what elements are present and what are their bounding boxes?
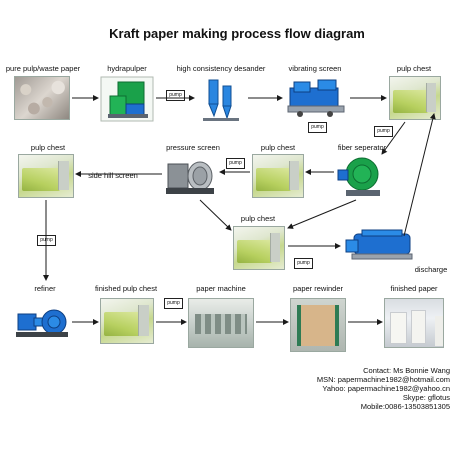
pump-icon: pump bbox=[294, 258, 313, 269]
hydrapulper-icon bbox=[100, 76, 154, 122]
arrow bbox=[381, 121, 406, 155]
label-hydrapulper: hydrapulper bbox=[107, 64, 147, 73]
paper-rewinder-image bbox=[290, 298, 346, 352]
pump-icon: pump bbox=[166, 90, 185, 101]
discharge-screen-icon bbox=[345, 229, 413, 260]
finished-paper-image bbox=[384, 298, 444, 348]
pulp-chest-3-image bbox=[252, 154, 304, 198]
label-pressure-screen: pressure screen bbox=[166, 143, 220, 152]
label-pulp-chest-4: pulp chest bbox=[240, 214, 276, 223]
label-vibrating-screen: vibrating screen bbox=[288, 64, 342, 73]
label-fiber-separator: fiber seperator bbox=[337, 143, 387, 152]
contact-msn: MSN: papermachine1982@hotmail.com bbox=[316, 375, 450, 384]
pulp-image bbox=[14, 76, 70, 120]
refiner-icon bbox=[16, 309, 68, 337]
contact-skype: Skype: gflotus bbox=[402, 393, 450, 402]
fiber-separator-icon bbox=[337, 157, 380, 196]
label-pulp-chest-3: pulp chest bbox=[260, 143, 296, 152]
label-pulp: pure pulp/waste paper bbox=[5, 64, 81, 73]
pump-icon: pump bbox=[164, 298, 183, 309]
finished-pulp-chest-image bbox=[100, 298, 154, 344]
contact-yahoo: Yahoo: papermachine1982@yahoo.cn bbox=[322, 384, 450, 393]
label-hc-desander: high consistency desander bbox=[176, 64, 266, 73]
pump-icon: pump bbox=[226, 158, 245, 169]
label-side-hill-screen: side hill screen bbox=[88, 171, 138, 180]
paper-machine-image bbox=[188, 298, 254, 348]
label-refiner: refiner bbox=[34, 284, 56, 293]
contact-mobile: Mobile:0086-13503851305 bbox=[360, 402, 450, 411]
arrow bbox=[287, 199, 357, 229]
label-finished-paper: finished paper bbox=[390, 284, 438, 293]
arrow bbox=[199, 199, 232, 231]
label-pulp-chest-1: pulp chest bbox=[396, 64, 432, 73]
pulp-chest-2-image bbox=[18, 154, 74, 198]
vibrating-screen-icon bbox=[287, 79, 345, 117]
label-paper-machine: paper machine bbox=[196, 284, 246, 293]
pulp-chest-1-image bbox=[389, 76, 441, 120]
label-pulp-chest-2: pulp chest bbox=[30, 143, 66, 152]
pump-icon: pump bbox=[308, 122, 327, 133]
arrow bbox=[403, 113, 436, 237]
diagram-title: Kraft paper making process flow diagram bbox=[109, 26, 365, 41]
label-discharge: discharge bbox=[414, 265, 448, 274]
pump-icon: pump bbox=[374, 126, 393, 137]
label-finished-pulp-chest: finished pulp chest bbox=[94, 284, 158, 293]
hc-desander-icon bbox=[203, 79, 239, 121]
contact-name: Contact: Ms Bonnie Wang bbox=[363, 366, 450, 375]
label-paper-rewinder: paper rewinder bbox=[292, 284, 344, 293]
pulp-chest-4-image bbox=[233, 226, 285, 270]
pressure-screen-icon bbox=[166, 161, 214, 194]
